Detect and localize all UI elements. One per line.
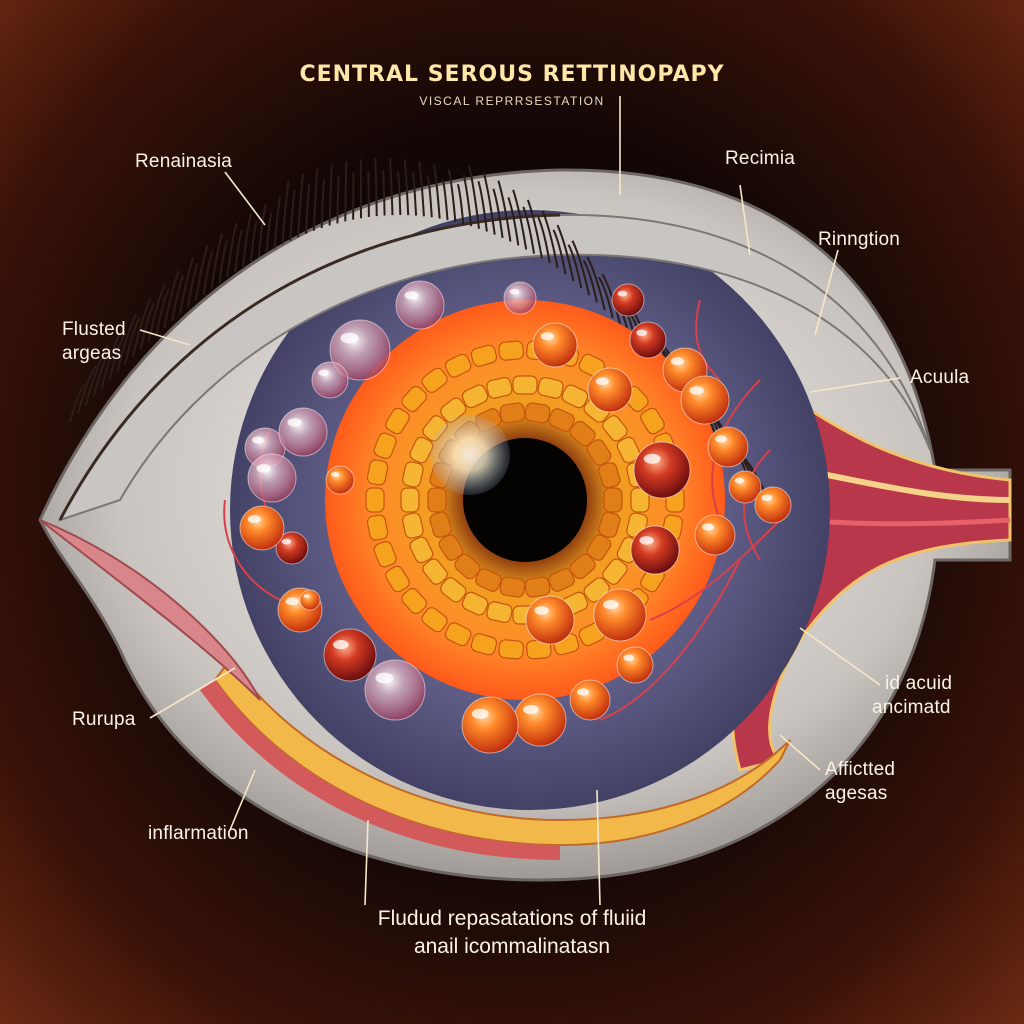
bottom-caption-line2: anail icommalinatasn	[413, 935, 611, 958]
label-rurupa: Rurupa	[72, 709, 136, 730]
label-renainasia: Renainasia	[135, 151, 233, 172]
retinal-layers	[200, 658, 791, 860]
label-acuula: Acuula	[910, 367, 970, 388]
label-id-acuid-line2: ancimatd	[872, 697, 951, 718]
diagram-subtitle: VISCAL REPRRSESTATION	[419, 94, 605, 108]
lower-eyelid	[39, 519, 261, 701]
label-inflammation: inflarmation	[148, 823, 249, 844]
bottom-caption-line1: Fludud repasatations of fluiid	[377, 907, 647, 930]
label-id-acuid-line1: id acuid	[885, 673, 953, 694]
iris-cells	[365, 340, 685, 660]
label-rinngtion: Rinngtion	[818, 229, 901, 250]
label-affticted-line2: agesas	[825, 783, 888, 804]
label-affticted-line1: Affictted	[825, 759, 896, 780]
label-recimia: Recimia	[725, 148, 796, 169]
pupil	[430, 415, 587, 562]
label-flusted-line1: Flusted	[62, 319, 126, 340]
fluid-bubbles	[239, 280, 792, 754]
leader-lines	[139, 96, 901, 906]
upper-eyelid	[57, 213, 931, 522]
label-flusted-line2: argeas	[62, 343, 122, 364]
diagram-title: CENTRAL SEROUS RETTINOPAPY	[299, 62, 725, 87]
